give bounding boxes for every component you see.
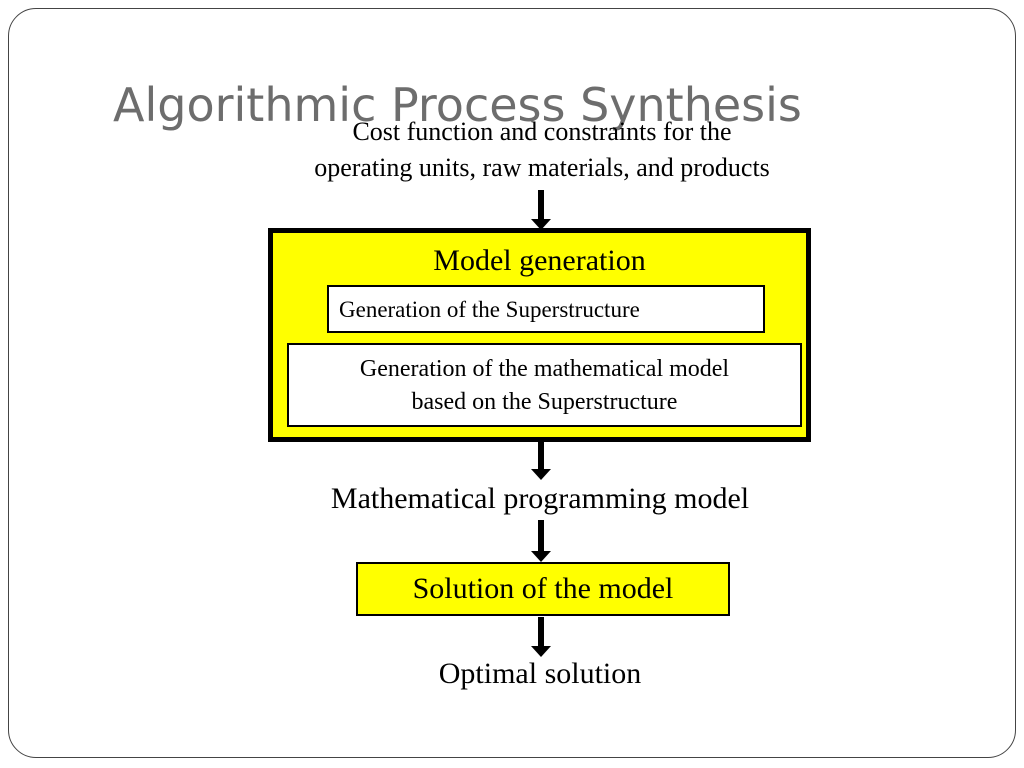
math-model-line-1: Generation of the mathematical model — [359, 356, 730, 382]
optimal-solution-label: Optimal solution — [438, 657, 642, 690]
model-generation-title: Model generation — [433, 244, 646, 277]
slide-title: Algorithmic Process Synthesis — [113, 78, 802, 132]
math-model-generation-box: Generation of the mathematical model bas… — [287, 343, 802, 427]
arrow-to-programming-model — [531, 442, 551, 480]
model-generation-box: Model generation Generation of the Super… — [268, 228, 811, 442]
math-model-line-2: based on the Superstructure — [411, 389, 678, 415]
solution-box: Solution of the model — [356, 562, 730, 616]
math-model-generation-label: Generation of the mathematical model bas… — [289, 353, 800, 419]
input-description: Cost function and constraints for the op… — [212, 114, 872, 186]
input-line-2: operating units, raw materials, and prod… — [314, 153, 770, 182]
arrow-to-model-generation — [531, 190, 551, 230]
superstructure-generation-box: Generation of the Superstructure — [327, 285, 765, 333]
arrow-to-solution — [531, 520, 551, 562]
superstructure-generation-label: Generation of the Superstructure — [339, 297, 640, 322]
input-line-1: Cost function and constraints for the — [352, 117, 732, 146]
mathematical-programming-model-label: Mathematical programming model — [330, 482, 750, 515]
arrow-to-optimal-solution — [531, 617, 551, 657]
solution-label: Solution of the model — [412, 572, 674, 605]
